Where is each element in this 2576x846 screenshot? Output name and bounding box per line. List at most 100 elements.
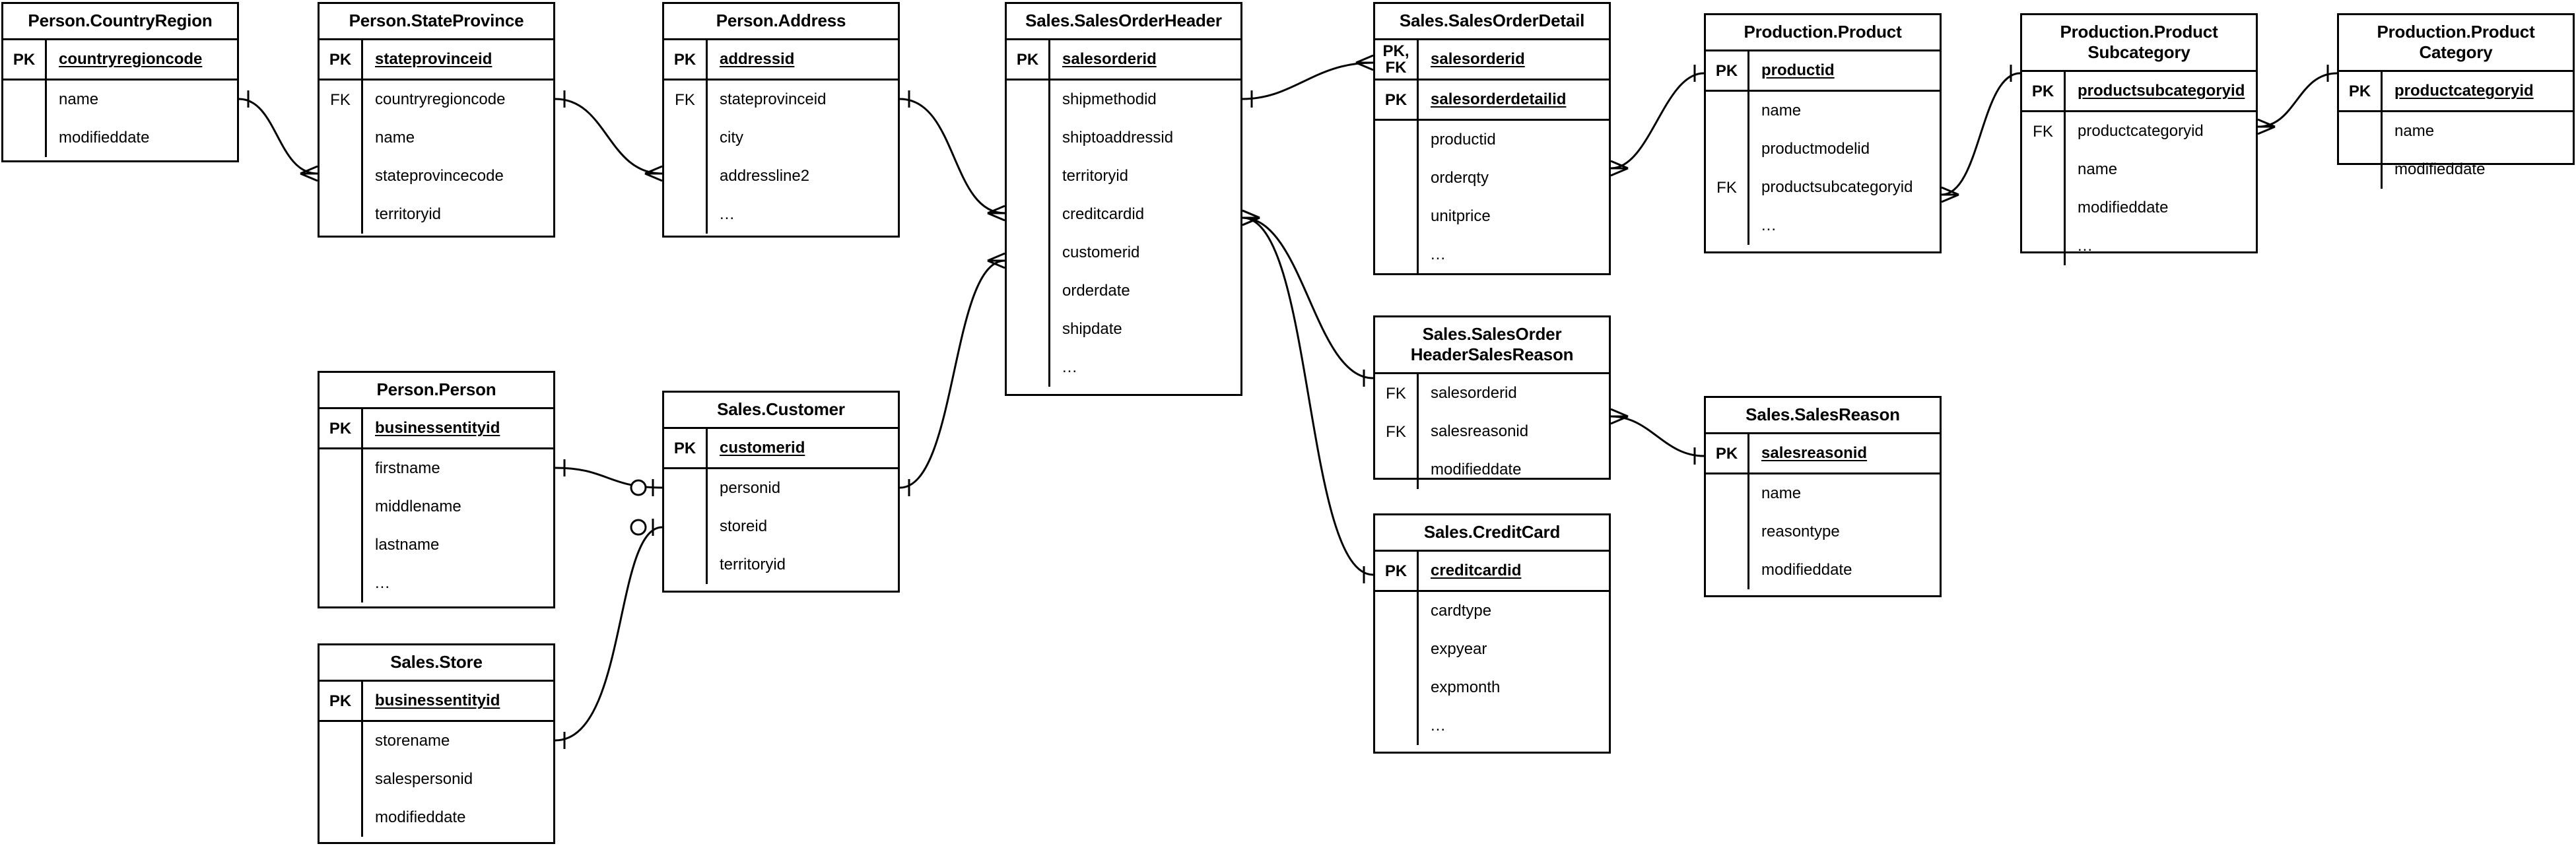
attribute-row[interactable]: reasontype <box>1706 513 1940 551</box>
attribute-row[interactable]: ... <box>320 564 553 602</box>
attribute-row[interactable]: name <box>320 119 553 157</box>
attribute-row[interactable]: expyear <box>1375 630 1609 668</box>
attribute-row[interactable]: modifieddate <box>2022 189 2256 227</box>
attribute-row[interactable]: stateprovincecode <box>320 157 553 195</box>
relationship-store-customer[interactable] <box>555 526 663 742</box>
attribute-key-label <box>1706 513 1749 551</box>
attribute-row[interactable]: lastname <box>320 526 553 564</box>
attribute-row[interactable]: creditcardid <box>1007 195 1240 234</box>
attribute-row[interactable]: firstname <box>320 449 553 488</box>
attribute-row[interactable]: shipdate <box>1007 310 1240 348</box>
attribute-row[interactable]: modifieddate <box>320 798 553 837</box>
relationship-productsubcategory-productcategory[interactable] <box>2257 72 2338 128</box>
relationship-address-salesorderheader[interactable] <box>899 98 1005 214</box>
attribute-row[interactable]: name <box>2022 150 2256 189</box>
attribute-row[interactable]: personid <box>664 469 898 507</box>
relationship-product-productsubcategory[interactable] <box>1941 72 2021 196</box>
attribute-row[interactable]: productmodelid <box>1706 130 1940 168</box>
attribute-row[interactable]: territoryid <box>320 195 553 234</box>
attribute-row[interactable]: territoryid <box>1007 157 1240 195</box>
attribute-row[interactable]: shipmethodid <box>1007 81 1240 119</box>
attribute-row[interactable]: storename <box>320 722 553 760</box>
attribute-row[interactable]: unitprice <box>1375 197 1609 236</box>
attribute-row[interactable]: ... <box>1706 207 1940 245</box>
relationship-headersalesreason-salesreason[interactable] <box>1610 415 1705 457</box>
attribute-row[interactable]: name <box>2339 112 2573 150</box>
relationship-salesorderdetail-product[interactable] <box>1610 72 1705 170</box>
attribute-row[interactable]: name <box>1706 474 1940 513</box>
relationship-salesorderheader-creditcard[interactable] <box>1242 216 1374 576</box>
relationship-salesorderheader-salesorderdetail[interactable] <box>1242 61 1374 100</box>
attribute-name: territoryid <box>375 205 442 223</box>
attribute-row[interactable]: ... <box>1375 236 1609 274</box>
relationship-countryregion-stateprovince[interactable] <box>238 98 318 175</box>
attribute-row[interactable]: city <box>664 119 898 157</box>
attribute-row[interactable]: modifieddate <box>2339 150 2573 189</box>
relationship-customer-salesorderheader[interactable] <box>899 259 1005 489</box>
attribute-row[interactable]: ... <box>1007 348 1240 387</box>
attribute-row[interactable]: name <box>1706 92 1940 130</box>
attribute-row[interactable]: shiptoaddressid <box>1007 119 1240 157</box>
attribute-row[interactable]: name <box>3 81 237 119</box>
attribute-row[interactable]: ... <box>2022 227 2256 265</box>
attribute-key-label <box>1706 207 1749 245</box>
attribute-row[interactable]: orderdate <box>1007 272 1240 310</box>
attribute-row[interactable]: modifieddate <box>1375 451 1609 489</box>
attribute-row[interactable]: customerid <box>1007 234 1240 272</box>
attribute-row[interactable]: storeid <box>664 507 898 546</box>
relationship-person-customer[interactable] <box>555 467 663 489</box>
relationship-salesorderheader-headersalesreason[interactable] <box>1242 216 1374 379</box>
attribute-row[interactable]: modifieddate <box>3 119 237 157</box>
attribute-row[interactable]: ... <box>1375 707 1609 745</box>
attribute-row[interactable]: orderqty <box>1375 159 1609 197</box>
attribute-row[interactable]: territoryid <box>664 546 898 584</box>
attribute-row[interactable]: ... <box>664 195 898 234</box>
attribute-row[interactable]: addressline2 <box>664 157 898 195</box>
relationship-stateprovince-address[interactable] <box>555 98 663 175</box>
entity-title: Sales.SalesReason <box>1706 398 1940 434</box>
attribute-name: shipmethodid <box>1062 90 1157 108</box>
attribute-row[interactable]: expmonth <box>1375 668 1609 707</box>
attribute-row[interactable]: middlename <box>320 488 553 526</box>
attribute-row[interactable]: cardtype <box>1375 592 1609 630</box>
attribute-row[interactable]: salespersonid <box>320 760 553 798</box>
attribute-row[interactable]: modifieddate <box>1706 551 1940 589</box>
attribute-row[interactable]: productid <box>1375 121 1609 159</box>
